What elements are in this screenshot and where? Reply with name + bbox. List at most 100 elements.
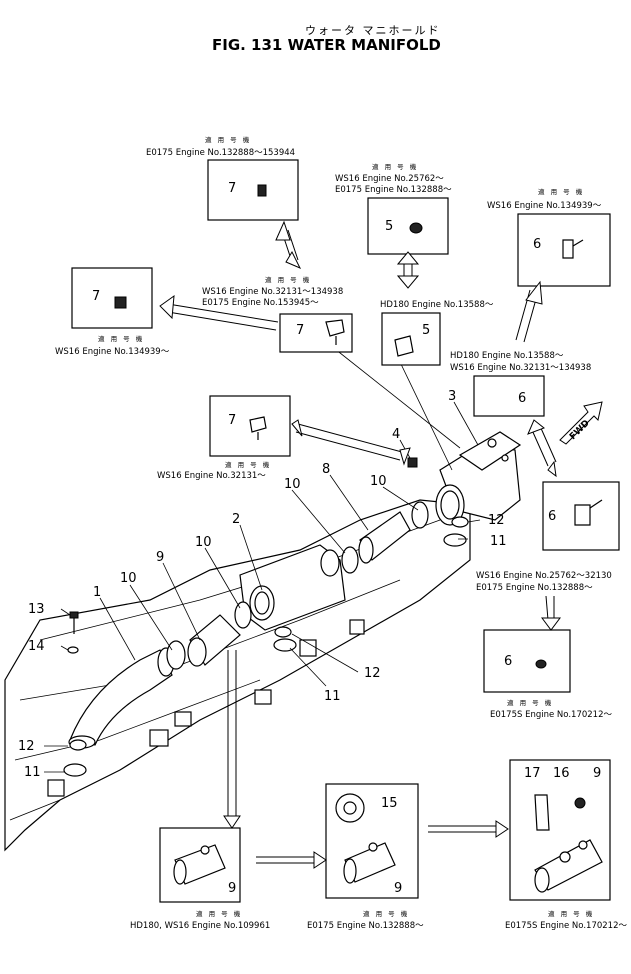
callout-box-6-topright: 適 用 号 機 WS16 Engine No.134939～ 6 (487, 187, 611, 287)
applicability-line: WS16 Engine No.32131～134938 (450, 363, 591, 373)
applicability-line: E0175 Engine No.132888～ (335, 185, 452, 195)
callout-box-7-lower: 7 適 用 号 機 WS16 Engine No.32131～ (157, 395, 291, 481)
applicability-label: 適 用 号 機 (205, 135, 251, 144)
callout-box-9-b: 15 9 適 用 号 機 E0175 Engine No.132888～ (307, 783, 424, 931)
callout-box-7-top: 適 用 号 機 E0175 Engine No.132888～153944 7 (146, 135, 299, 221)
part-label-14: 14 (28, 639, 45, 654)
applicability-label: 適 用 号 機 (363, 909, 409, 918)
applicability-label: 適 用 号 機 (372, 162, 418, 171)
part-label-12: 12 (364, 666, 381, 681)
o-ring (166, 640, 186, 670)
applicability-label: 適 用 号 機 (265, 275, 311, 284)
block-boss (254, 689, 272, 705)
gasket (273, 638, 297, 652)
washer (274, 626, 292, 638)
applicability-label: 適 用 号 機 (196, 909, 242, 918)
callout-part-number: 7 (92, 289, 100, 304)
applicability-label: 適 用 号 機 (98, 334, 144, 343)
block-boss (174, 711, 192, 727)
callout-part-number: 5 (385, 219, 393, 234)
applicability-line: WS16 Engine No.25762～32130 (476, 571, 612, 581)
applicability-line: E0175S Engine No.170212～ (490, 710, 612, 720)
callout-part-number-17: 17 (524, 766, 541, 781)
callout-box-7-center: 適 用 号 機 WS16 Engine No.32131～134938 E017… (202, 275, 353, 353)
part-label-10: 10 (284, 477, 301, 492)
block-boss (47, 779, 65, 797)
forward-direction-arrow: FWD (559, 401, 603, 445)
title-japanese: ウォータ マニホールド (305, 24, 441, 37)
callout-box-6-lowright: 6 適 用 号 機 E0175S Engine No.170212～ (483, 629, 612, 720)
applicability-line: E0175 Engine No.132888～ (307, 921, 424, 931)
callout-box-5-top: 適 用 号 機 WS16 Engine No.25762～ E0175 Engi… (335, 162, 452, 255)
applicability-line: HD180 Engine No.13588～ (380, 300, 494, 310)
callout-part-number: 7 (228, 413, 236, 428)
callout-box-9-a: 9 適 用 号 機 HD180, WS16 Engine No.109961 (130, 827, 270, 931)
o-ring (341, 546, 359, 574)
part-label-10: 10 (195, 535, 212, 550)
applicability-line: WS16 Engine No.32131～ (157, 471, 266, 481)
o-ring (234, 601, 252, 629)
callout-part-number: 9 (228, 881, 236, 896)
callout-box-6-right: 6 WS16 Engine No.25762～32130 E0175 Engin… (476, 481, 620, 593)
part-label-1: 1 (93, 585, 101, 600)
washer (69, 739, 87, 751)
gasket (443, 533, 467, 547)
leader-lines (44, 344, 481, 773)
gasket (63, 763, 87, 777)
applicability-line: E0175S Engine No.170212～ (505, 921, 627, 931)
applicability-line: HD180, WS16 Engine No.109961 (130, 921, 270, 931)
applicability-label: 適 用 号 機 (225, 460, 271, 469)
applicability-label: 適 用 号 機 (548, 909, 594, 918)
callout-part-number: 5 (422, 323, 430, 338)
water-manifold-rear (435, 431, 522, 526)
part-label-9: 9 (156, 550, 164, 565)
block-boss (299, 639, 317, 657)
applicability-line: E0175 Engine No.132888～ (476, 583, 593, 593)
part-label-12: 12 (18, 739, 35, 754)
callout-part-number-16: 16 (553, 766, 570, 781)
part-label-11: 11 (24, 765, 41, 780)
applicability-line: WS16 Engine No.134939～ (487, 201, 602, 211)
fwd-label: FWD (568, 418, 592, 442)
part-label-10: 10 (370, 474, 387, 489)
applicability-line: WS16 Engine No.25762～ (335, 174, 444, 184)
water-manifold-center (239, 544, 346, 631)
callout-part-number: 7 (296, 323, 304, 338)
applicability-line: HD180 Engine No.13588～ (450, 351, 564, 361)
part-label-3: 3 (448, 389, 456, 404)
plug (407, 457, 418, 468)
callout-part-number: 9 (593, 766, 601, 781)
callout-part-number-15: 15 (381, 796, 398, 811)
applicability-label: 適 用 号 機 (507, 698, 553, 707)
part-label-10: 10 (120, 571, 137, 586)
part-label-12: 12 (488, 513, 505, 528)
callout-box-6-mid: HD180 Engine No.13588～ WS16 Engine No.32… (450, 351, 591, 417)
callout-part-number: 6 (504, 654, 512, 669)
hatched-arrows (159, 220, 561, 869)
water-pipe-rear (358, 511, 411, 564)
callout-part-number: 6 (533, 237, 541, 252)
washer (451, 516, 469, 528)
callout-box-7-left: 7 適 用 号 機 WS16 Engine No.134939～ (55, 267, 170, 357)
applicability-line: E0175 Engine No.153945～ (202, 298, 319, 308)
o-ring (411, 501, 429, 529)
applicability-line: WS16 Engine No.134939～ (55, 347, 170, 357)
part-labels: 1 2 3 4 8 9 10 10 10 10 11 11 11 12 12 1… (18, 389, 507, 780)
callout-part-number: 6 (548, 509, 556, 524)
block-boss (349, 619, 365, 635)
part-label-11: 11 (490, 534, 507, 549)
part-label-13: 13 (28, 602, 45, 617)
callout-part-number: 6 (518, 391, 526, 406)
washer-small (67, 646, 79, 654)
callout-part-number: 9 (394, 881, 402, 896)
engine-block (4, 499, 471, 852)
block-boss (149, 729, 169, 747)
figure-title: FIG. 131 WATER MANIFOLD (212, 36, 441, 54)
part-label-11: 11 (324, 689, 341, 704)
applicability-label: 適 用 号 機 (538, 187, 584, 196)
applicability-line: WS16 Engine No.32131～134938 (202, 287, 343, 297)
part-label-8: 8 (322, 462, 330, 477)
applicability-line: E0175 Engine No.132888～153944 (146, 148, 295, 158)
